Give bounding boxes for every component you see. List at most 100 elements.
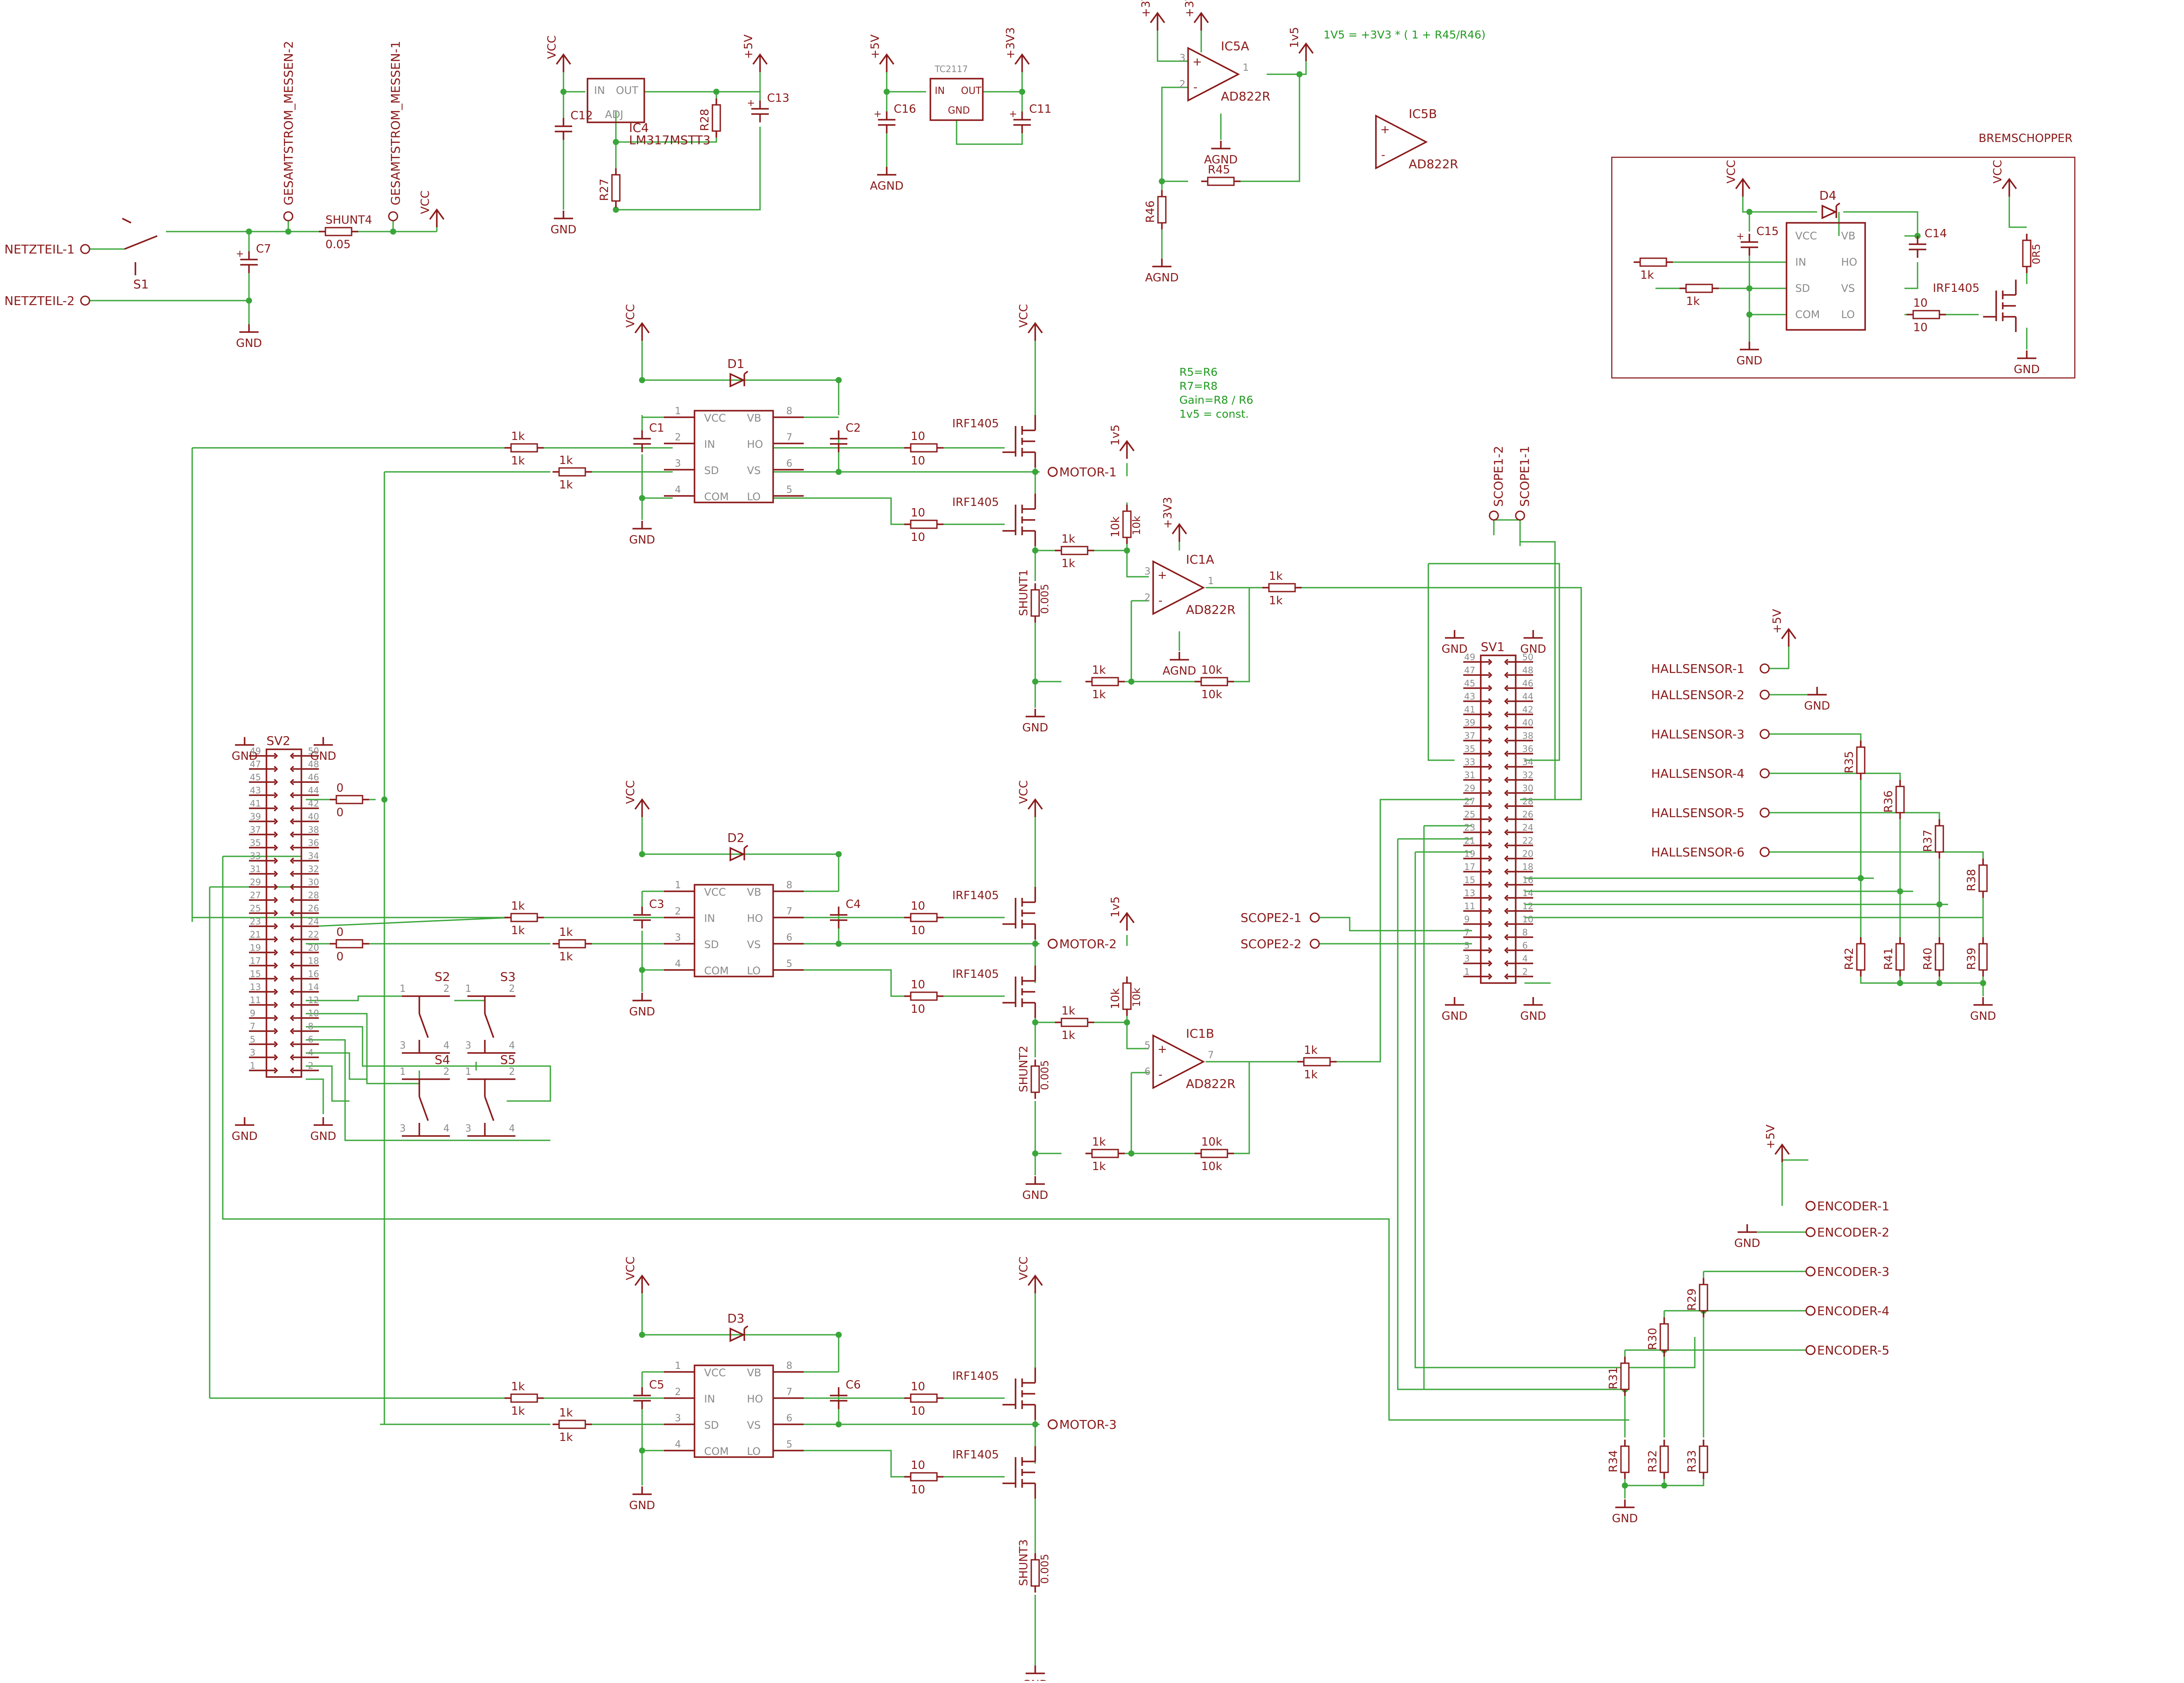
switch-s1-designator: S1 <box>133 277 149 291</box>
gnd-sv1-d-label: GND <box>1520 1010 1546 1023</box>
motor3-connector[interactable] <box>1047 1419 1058 1430</box>
header-sv1-pin-even-18: 14 <box>1522 888 1533 898</box>
connector-labels: NETZTEIL-1 NETZTEIL-2 MOTOR-1 MOTOR-2 MO… <box>4 41 1532 1432</box>
header-sv2-pin-even-21: 8 <box>308 1021 314 1032</box>
driver-3-pin-ho: HO <box>747 1393 763 1405</box>
resistor-body <box>712 104 721 132</box>
hall-label-4: HALLSENSOR-4 <box>1651 766 1745 781</box>
hall-connector-1[interactable] <box>1759 663 1770 674</box>
header-sv1-pin-even-17: 16 <box>1522 875 1533 885</box>
bremse-pin-lo: LO <box>1841 308 1855 321</box>
scope2-2-connector[interactable] <box>1310 938 1320 949</box>
resistor-r7-designator: 10k <box>1109 516 1122 537</box>
resistor-r28-designator: R28 <box>698 109 712 131</box>
capacitor-c12: C12 <box>555 109 593 140</box>
tc2117-designator: TC2117 <box>934 64 968 74</box>
gesamtstrom1-connector[interactable] <box>388 211 398 222</box>
encoder-connector-3[interactable] <box>1805 1266 1816 1277</box>
mosfet-low-2-value: IRF1405 <box>952 968 999 981</box>
hall-connector-3[interactable] <box>1759 729 1770 739</box>
polarity-mark: + <box>874 109 881 120</box>
hall-connector-5[interactable] <box>1759 807 1770 818</box>
gnd-sv2-d-label: GND <box>310 1130 336 1143</box>
vref-formula-note: 1V5 = +3V3 * ( 1 + R45/R46) <box>1324 28 1486 41</box>
switch-s2-pin4: 4 <box>443 1040 449 1051</box>
driver-1-pinnum-r2: 6 <box>786 458 792 469</box>
scope1-1-connector[interactable] <box>1515 510 1525 521</box>
gnd-encoder: GND <box>1734 1224 1760 1250</box>
resistor-body <box>1659 1323 1669 1351</box>
opamp-ic1a-designator: IC1A <box>1186 552 1214 567</box>
header-sv1-pin-even-6: 38 <box>1522 731 1533 741</box>
resistor-body <box>1659 1445 1669 1473</box>
encoder-connector-2[interactable] <box>1805 1227 1816 1237</box>
vcc-drv3: VCC <box>624 1257 650 1293</box>
encoder-connector-1[interactable] <box>1805 1201 1816 1211</box>
header-sv1-pin-odd-7: 35 <box>1464 744 1475 754</box>
resistor-r40-designator: R40 <box>1921 948 1935 970</box>
opamp-ic1a-pin-c: 1 <box>1208 576 1214 587</box>
resistor-r22-designator: 10 <box>911 1459 925 1472</box>
motor1-connector[interactable] <box>1047 467 1058 477</box>
capacitor-c16: +C16 <box>874 103 916 133</box>
header-sv1-pin-odd-10: 29 <box>1464 783 1475 793</box>
gnd-sv1-a: GND <box>1441 630 1468 656</box>
resistor-r33-designator: R33 <box>1686 1450 1699 1472</box>
vcc-bremse-label: VCC <box>1725 160 1738 184</box>
resistor-r27-designator: R27 <box>598 179 611 201</box>
resistor-r43-value: 1k <box>1269 594 1283 607</box>
header-sv2-pin-odd-24: 1 <box>250 1060 256 1071</box>
motor2-connector[interactable] <box>1047 938 1058 949</box>
opamp-ic1b-plus: + <box>1158 1043 1167 1056</box>
p5v-tc2117-label: +5V <box>869 35 882 59</box>
vcc-fet1-label: VCC <box>1017 304 1030 328</box>
hall-label-1: HALLSENSOR-1 <box>1651 661 1745 676</box>
header-sv1-designator: SV1 <box>1481 640 1505 654</box>
encoder-connector-4[interactable] <box>1805 1306 1816 1316</box>
header-sv2-pin-odd-2: 45 <box>250 772 261 783</box>
p5v-encoder: +5V <box>1764 1125 1790 1162</box>
polarity-mark: + <box>1736 231 1744 242</box>
diode-d4-designator: D4 <box>1819 188 1836 203</box>
resistor-body <box>1639 257 1667 267</box>
hall-connector-2[interactable] <box>1759 689 1770 700</box>
hall-connector-6[interactable] <box>1759 847 1770 857</box>
mosfet-low-1: IRF1405 <box>952 494 1036 546</box>
mosfet-high-3-value: IRF1405 <box>952 1370 999 1383</box>
opamp-ic1b-minus: - <box>1158 1068 1162 1081</box>
resistor-r11-value: 1k <box>559 950 573 963</box>
resistor-body <box>910 443 938 453</box>
netzteil2-connector[interactable] <box>80 295 90 306</box>
resistor-body <box>510 443 538 453</box>
resistor-r3-value: 10 <box>911 454 925 468</box>
netzteil1-connector[interactable] <box>80 244 90 254</box>
resistor-body <box>1200 677 1228 686</box>
header-sv2-pin-even-15: 20 <box>308 942 319 953</box>
gesamtstrom2-connector[interactable] <box>283 211 294 222</box>
header-sv2-pin-odd-13: 23 <box>250 916 261 927</box>
resistor-r27: R27 <box>598 168 621 208</box>
mosfet-bremse: IRF1405 <box>1933 280 2017 332</box>
header-sv2-pin-even-8: 34 <box>308 851 319 861</box>
p3v3-ic5a-b-label: +3V3 <box>1183 0 1196 17</box>
opamp-ic1a-pin-b: 2 <box>1144 592 1151 603</box>
resistor-body <box>1157 196 1167 224</box>
header-sv2-pin-even-16: 18 <box>308 956 319 966</box>
header-sv2-pin-odd-15: 19 <box>250 942 261 953</box>
hall-connector-4[interactable] <box>1759 768 1770 779</box>
resistor-body <box>1620 1362 1630 1390</box>
resistor-body <box>1856 746 1866 774</box>
header-sv2-pin-even-7: 36 <box>308 838 319 848</box>
switch-s3-designator: S3 <box>500 970 516 984</box>
driver-1-pinnum-l0: 1 <box>675 406 681 417</box>
capacitor-c12-designator: C12 <box>570 109 593 122</box>
encoder-connector-5[interactable] <box>1805 1345 1816 1355</box>
header-sv2-pin-odd-8: 33 <box>250 851 261 861</box>
scope2-1-connector[interactable] <box>1310 912 1320 923</box>
scope1-2-connector[interactable] <box>1489 510 1499 521</box>
